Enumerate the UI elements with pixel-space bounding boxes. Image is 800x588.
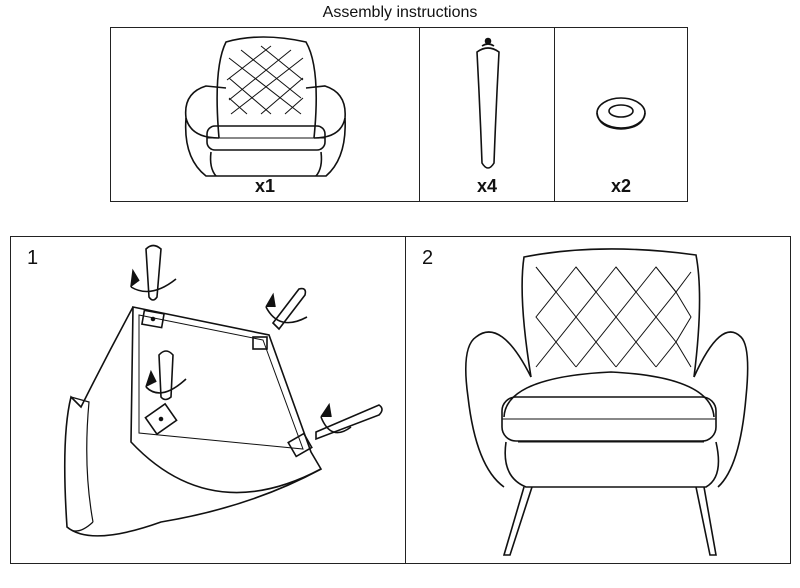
chair-leg-icon bbox=[476, 37, 500, 169]
armchair-icon bbox=[184, 36, 346, 177]
step-2-number: 2 bbox=[422, 247, 434, 269]
part-cell-armchair: x1 bbox=[111, 28, 420, 201]
step-1-panel: 1 bbox=[11, 237, 406, 563]
page-title: Assembly instructions bbox=[322, 4, 478, 21]
washer-icon bbox=[596, 97, 646, 130]
parts-panel: x1 x4 x2 bbox=[110, 27, 688, 202]
part-cell-washer: x2 bbox=[555, 28, 687, 201]
step-1-number: 1 bbox=[27, 247, 39, 269]
step-2-panel: 2 bbox=[406, 237, 790, 563]
part-cell-leg: x4 bbox=[420, 28, 555, 201]
upside-down-chair-illustration bbox=[63, 244, 383, 537]
washer-quantity: x2 bbox=[610, 176, 632, 196]
assembled-chair-illustration bbox=[464, 248, 749, 556]
armchair-quantity: x1 bbox=[254, 176, 276, 196]
steps-panel: 1 bbox=[10, 236, 791, 564]
leg-quantity: x4 bbox=[476, 176, 498, 196]
